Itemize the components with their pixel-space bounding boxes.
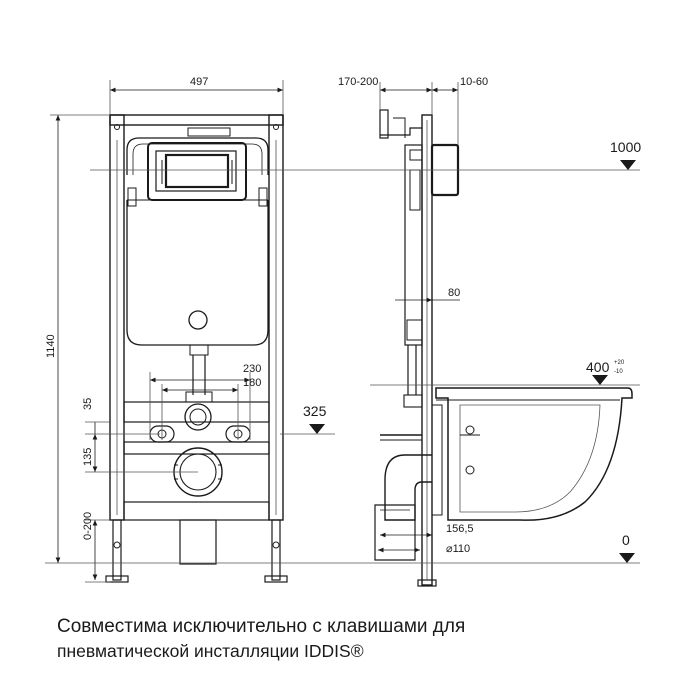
drain-elbow (384, 454, 432, 521)
cistern-tank (126, 200, 269, 346)
level-marker-1000 (620, 160, 636, 170)
level-marker-325 (309, 424, 325, 434)
level-400-tol-plus: +20 (614, 360, 625, 366)
toilet-bowl (435, 387, 633, 521)
front-view (105, 114, 288, 583)
level-400-tol-minus: -10 (614, 369, 623, 375)
dim-10-60: 10-60 (460, 76, 488, 88)
caption-line-2: пневматической инсталляции IDDIS® (57, 641, 364, 661)
side-view (374, 109, 633, 587)
side-frame-post (421, 114, 433, 586)
dim-156-5: 156,5 (446, 523, 474, 535)
level-marker-400 (592, 375, 608, 385)
level-0: 0 (622, 532, 630, 548)
frame-crossbar-upper (123, 401, 270, 423)
level-markers (309, 160, 636, 563)
button-frame (147, 142, 247, 201)
dim-170-200: 170-200 (338, 76, 378, 88)
frame-top-bar (109, 114, 284, 126)
level-400: 400 (586, 359, 610, 375)
dim-1140: 1140 (45, 334, 57, 358)
caption-line-1: Совместима исключительно с клавишами для (57, 616, 466, 637)
dim-35: 35 (82, 398, 94, 410)
frame-crossbar-bottom (123, 501, 270, 521)
dim-230: 230 (243, 363, 261, 375)
installation-drawing: 497 1140 170-200 10-60 1000 80 400 +20 -… (45, 76, 641, 587)
dim-pipe-110: ⌀110 (446, 543, 470, 555)
cistern-inspection-hole (188, 310, 208, 330)
compatibility-caption: Совместима исключительно с клавишами для… (57, 614, 657, 664)
dim-135: 135 (82, 448, 94, 466)
dim-497: 497 (190, 76, 208, 88)
dimension-lines (45, 80, 640, 583)
dim-80: 80 (448, 287, 460, 299)
level-marker-0 (619, 553, 635, 563)
frame-right-leg (271, 519, 281, 581)
level-325: 325 (303, 403, 327, 419)
dim-0-200: 0-200 (82, 512, 94, 540)
dim-180: 180 (243, 377, 261, 389)
level-1000: 1000 (610, 139, 641, 155)
frame-left-leg (112, 519, 122, 581)
